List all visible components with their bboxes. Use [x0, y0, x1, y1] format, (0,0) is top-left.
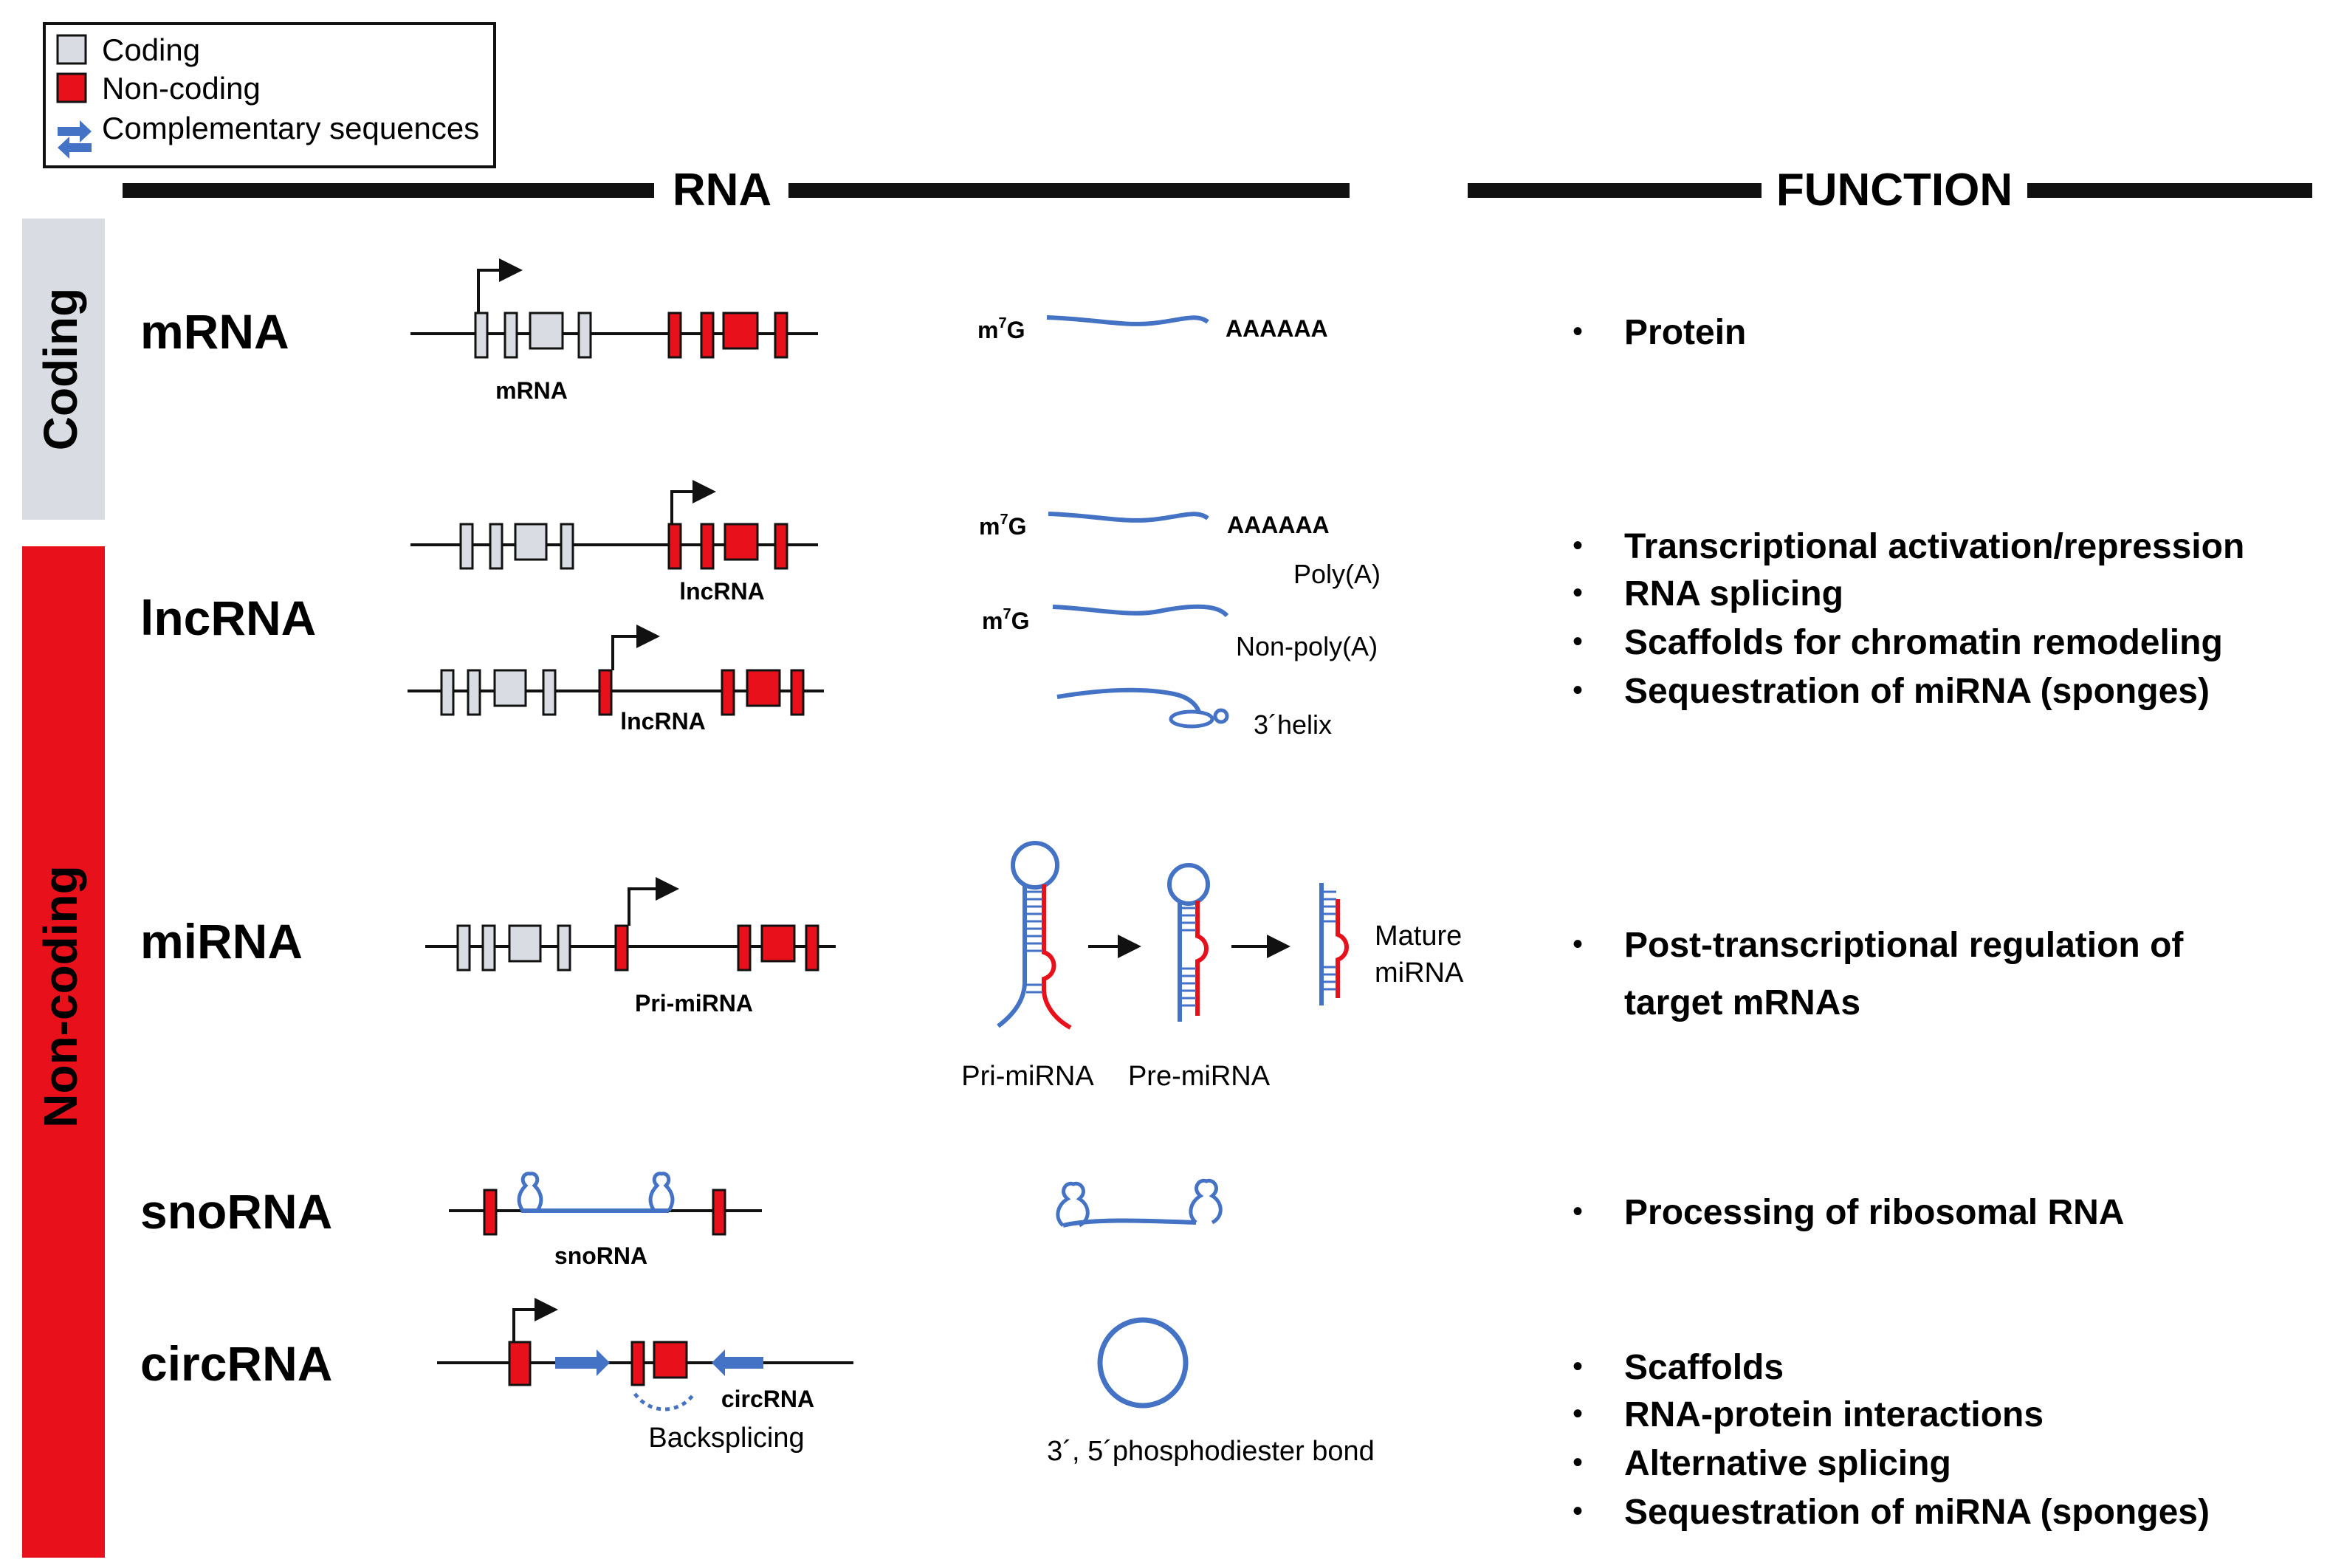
lncrna-gene-label-1: lncRNA: [679, 578, 765, 605]
function-item: Sequestration of miRNA (sponges): [1624, 672, 2210, 711]
phosphodiester-bond-label: 3´, 5´phosphodiester bond: [1047, 1436, 1375, 1467]
snorna-transcript: [1056, 1178, 1223, 1228]
mrna-gene-schematic: [410, 258, 818, 359]
transcription-start-arrow-icon: [611, 625, 660, 670]
lncrna-transcript-polya: m7G AAAAAA Poly(A): [979, 512, 1381, 589]
coding-category-bar: Coding: [22, 219, 105, 520]
transcription-start-arrow-icon: [477, 258, 523, 313]
circrna-gene-schematic: [437, 1298, 853, 1411]
circrna-transcript: [1097, 1317, 1189, 1409]
lncrna-nonpolya-label: Non-poly(A): [1236, 631, 1378, 661]
transcription-start-arrow-icon: [628, 877, 679, 926]
rna-header-title: RNA: [673, 165, 771, 216]
svg-text:m7G: m7G: [979, 512, 1026, 540]
lncrna-helix-label: 3´helix: [1254, 709, 1332, 740]
svg-text:•: •: [1573, 529, 1583, 562]
legend-complementary-label: Complementary sequences: [102, 111, 479, 145]
function-list-circrna: • Scaffolds • RNA-protein interactions •…: [1573, 1348, 2210, 1532]
function-header: FUNCTION: [1468, 165, 2312, 216]
lncrna-transcript-nonpolya: m7G Non-poly(A): [982, 604, 1378, 661]
svg-text:•: •: [1573, 674, 1583, 706]
mirna-gene-schematic: [425, 877, 836, 972]
svg-text:•: •: [1573, 1397, 1583, 1430]
svg-text:•: •: [1573, 1350, 1583, 1383]
function-list-mrna: • Protein: [1573, 313, 1746, 352]
legend-noncoding-label: Non-coding: [102, 71, 261, 106]
svg-text:•: •: [1573, 1446, 1583, 1479]
mrna-gene-label: mRNA: [495, 377, 568, 404]
lncrna-gene-schematic-1: [410, 480, 818, 570]
function-item: target mRNAs: [1624, 983, 1860, 1022]
function-item: Alternative splicing: [1624, 1444, 1951, 1483]
legend-coding-swatch: [56, 34, 87, 65]
noncoding-category-bar: Non-coding: [22, 546, 105, 1558]
lncrna-polya-tail: AAAAAA: [1227, 512, 1330, 538]
function-item: Transcriptional activation/repression: [1624, 527, 2244, 566]
function-item: Processing of ribosomal RNA: [1624, 1193, 2124, 1232]
svg-text:•: •: [1573, 928, 1583, 960]
function-list-mirna: • Post-transcriptional regulation of tar…: [1573, 926, 2184, 1022]
snorna-gene-label: snoRNA: [554, 1242, 647, 1269]
noncoding-category-label: Non-coding: [34, 865, 87, 1127]
function-item: Post-transcriptional regulation of: [1624, 926, 2184, 965]
lncrna-gene-label-2: lncRNA: [620, 708, 706, 735]
svg-text:m7G: m7G: [977, 315, 1025, 343]
svg-text:•: •: [1573, 577, 1583, 609]
mature-mirna-label-line2: miRNA: [1375, 957, 1464, 988]
pri-mirna-label: Pri-miRNA: [961, 1061, 1094, 1092]
lncrna-gene-schematic-2: [408, 625, 824, 716]
lncrna-polya-label: Poly(A): [1293, 559, 1381, 589]
snorna-gene-schematic: [449, 1172, 762, 1236]
legend-coding-label: Coding: [102, 32, 200, 67]
function-list-lncrna: • Transcriptional activation/repression …: [1573, 527, 2244, 711]
row-name-circrna: circRNA: [140, 1336, 332, 1391]
complementary-arrows-icon: [58, 120, 92, 159]
svg-text:•: •: [1573, 1495, 1583, 1527]
function-item: Sequestration of miRNA (sponges): [1624, 1493, 2210, 1532]
function-list-snorna: • Processing of ribosomal RNA: [1573, 1193, 2124, 1232]
mrna-transcript: m7G AAAAAA: [977, 315, 1328, 343]
mrna-polya-tail: AAAAAA: [1226, 315, 1328, 342]
complementary-sequence-right-icon: [555, 1349, 610, 1376]
coding-category-label: Coding: [34, 288, 87, 450]
function-item: RNA-protein interactions: [1624, 1395, 2044, 1434]
row-name-mirna: miRNA: [140, 914, 303, 969]
legend: Coding Non-coding Complementary sequence…: [43, 22, 496, 168]
mature-mirna-duplex: [1319, 883, 1349, 1005]
svg-text:•: •: [1573, 1195, 1583, 1228]
function-item: Protein: [1624, 313, 1746, 352]
svg-text:m7G: m7G: [982, 606, 1029, 634]
pre-mirna-hairpin: [1167, 863, 1210, 1022]
complementary-sequence-left-icon: [712, 1349, 763, 1376]
mirna-gene-label: Pri-miRNA: [635, 990, 753, 1017]
transcription-start-arrow-icon: [512, 1298, 558, 1342]
row-name-lncrna: lncRNA: [140, 591, 316, 645]
row-name-snorna: snoRNA: [140, 1184, 332, 1239]
function-header-title: FUNCTION: [1776, 165, 2013, 216]
svg-text:•: •: [1573, 315, 1583, 348]
svg-text:•: •: [1573, 625, 1583, 658]
backsplicing-label: Backsplicing: [648, 1423, 804, 1454]
row-name-mrna: mRNA: [140, 304, 289, 359]
rna-header: RNA: [123, 165, 1350, 216]
pre-mirna-label: Pre-miRNA: [1128, 1061, 1271, 1092]
lncrna-transcript-helix: 3´helix: [1056, 687, 1332, 740]
pri-mirna-hairpin: [997, 841, 1072, 1030]
transcription-start-arrow-icon: [670, 480, 716, 524]
function-item: Scaffolds: [1624, 1348, 1784, 1387]
mature-mirna-label-line1: Mature: [1375, 921, 1462, 952]
circrna-gene-label: circRNA: [721, 1386, 814, 1412]
backsplicing-arc: [633, 1392, 696, 1411]
function-item: Scaffolds for chromatin remodeling: [1624, 623, 2223, 662]
legend-noncoding-swatch: [56, 72, 87, 103]
function-item: RNA splicing: [1624, 574, 1843, 613]
